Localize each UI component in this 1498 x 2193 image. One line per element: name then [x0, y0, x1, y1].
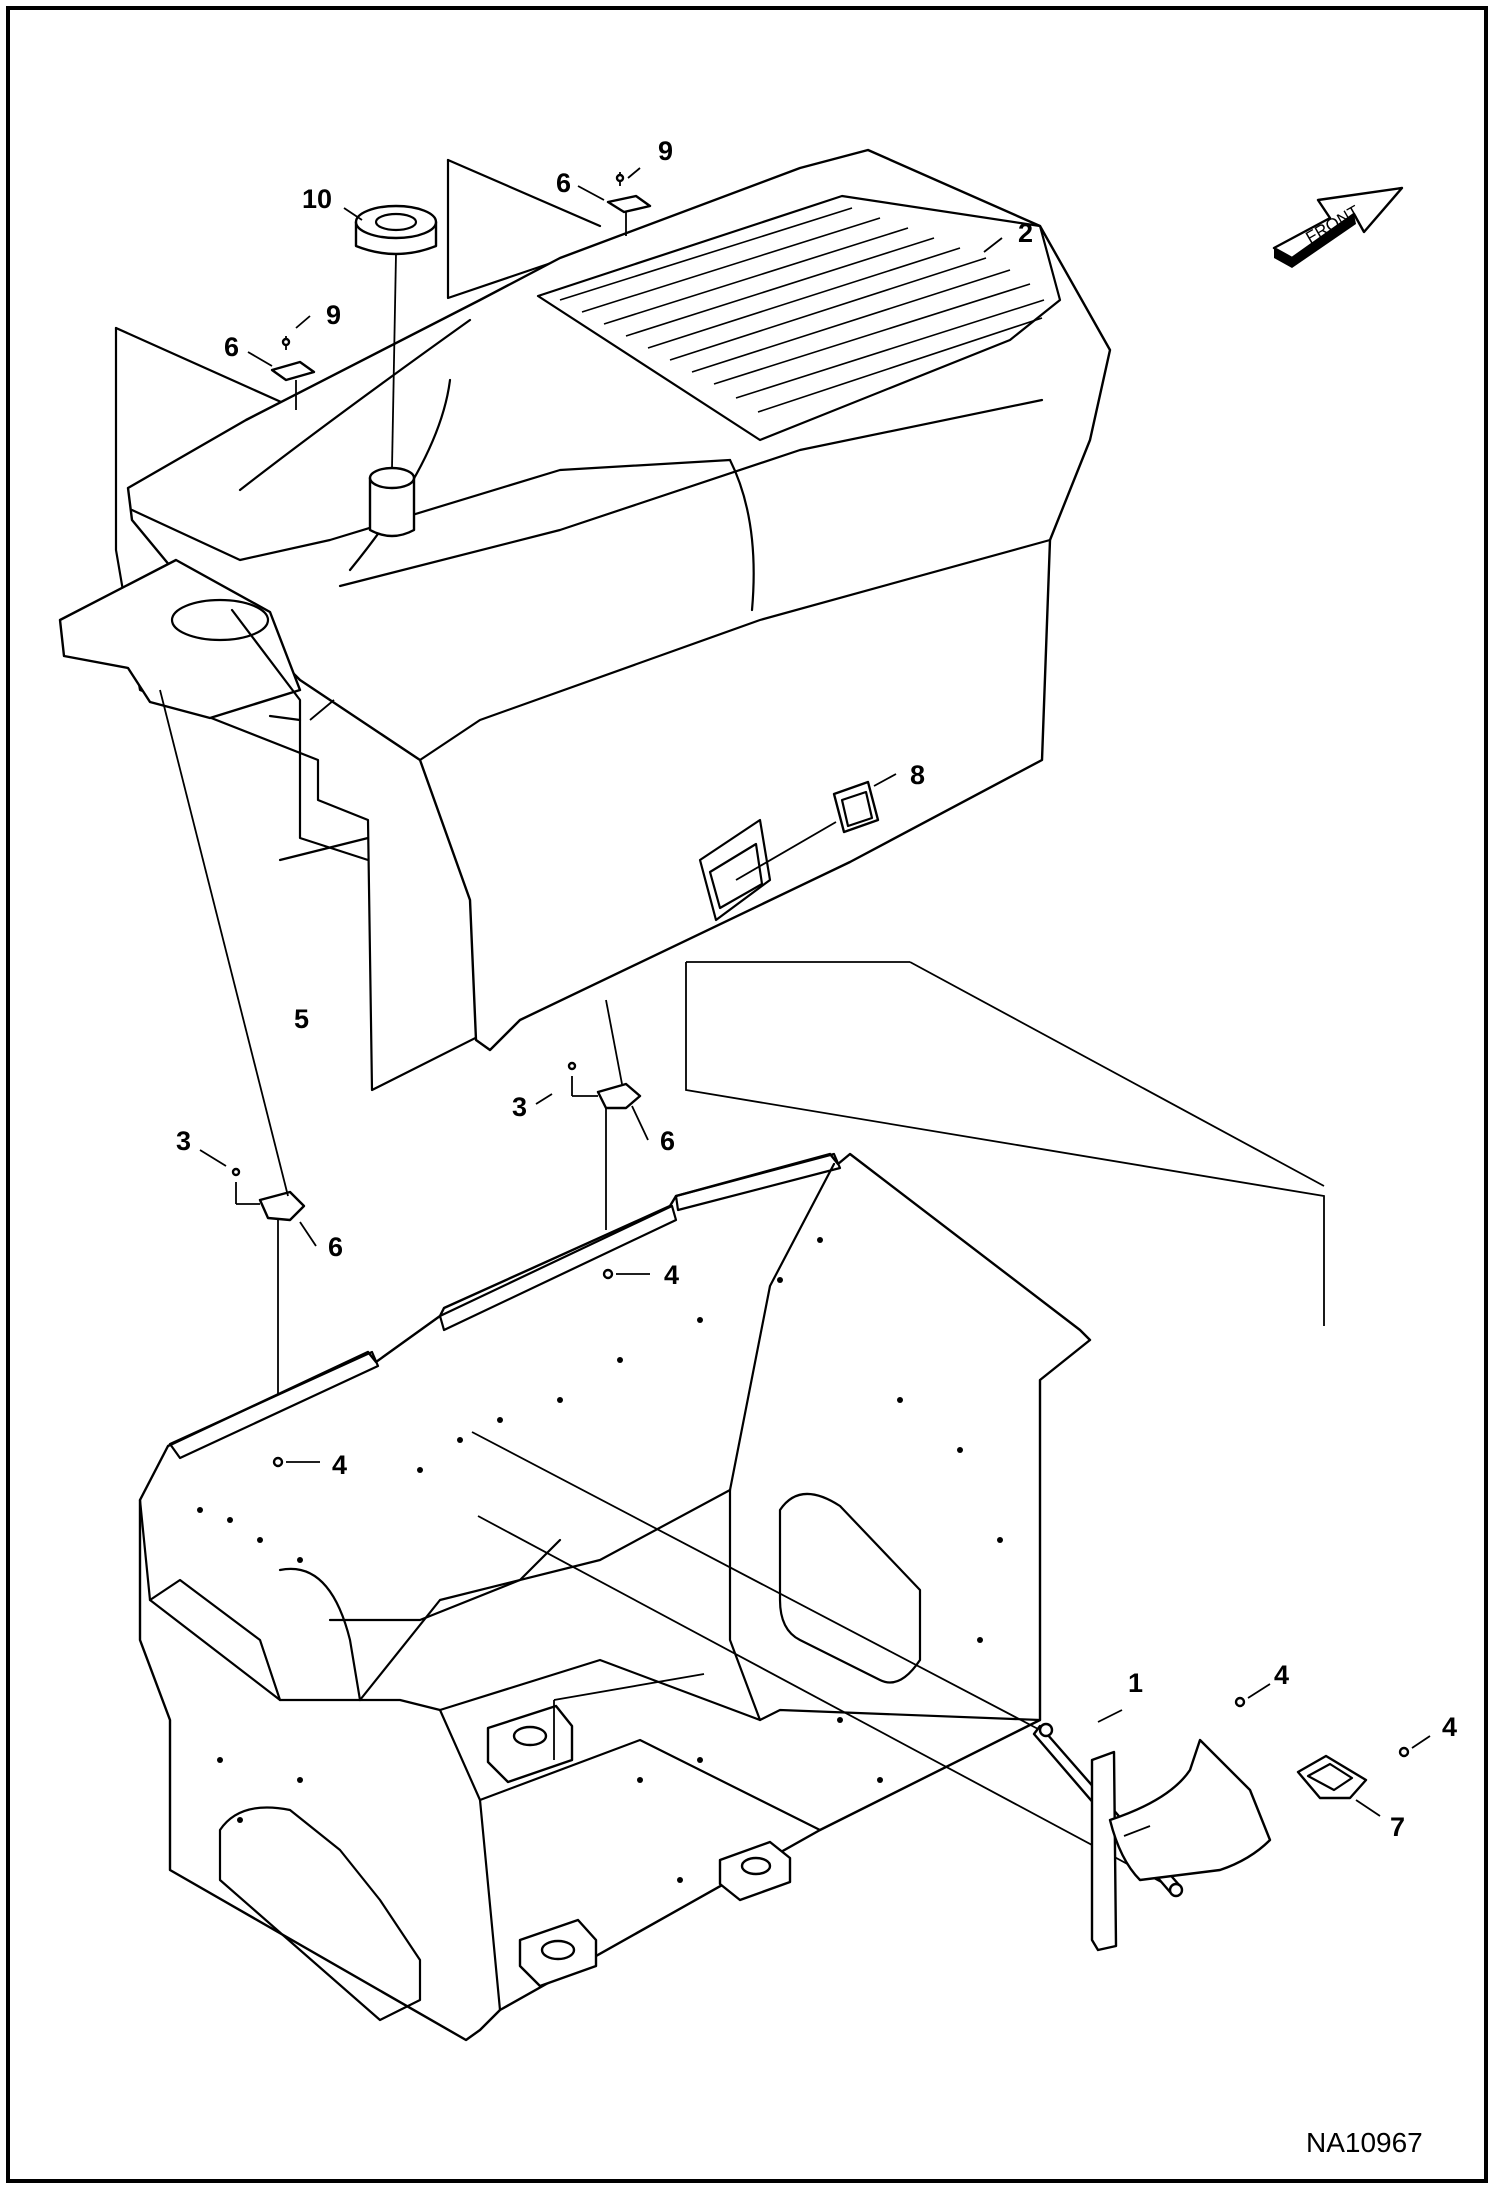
leader-panel-to-7 [685, 962, 1325, 1326]
leader-5 [309, 699, 335, 721]
drawing-id: NA10967 [1306, 2127, 1423, 2158]
leader-1 [1097, 1709, 1123, 1723]
leader-2 [983, 237, 1003, 253]
leader-8 [873, 773, 897, 787]
callout-10: 10 [302, 184, 332, 214]
callout-9-left: 9 [326, 300, 341, 330]
engine-cover-assembly [58, 148, 1112, 1092]
callout-6-left-top: 6 [224, 332, 239, 362]
nut-leaders [272, 1268, 1431, 1758]
drawing-border [6, 6, 1488, 2183]
support-rod [471, 1431, 1272, 1952]
callout-1: 1 [1128, 1668, 1143, 1698]
callout-9-top: 9 [658, 136, 673, 166]
callout-4-right: 4 [1274, 1660, 1289, 1690]
latch-handle [735, 780, 880, 881]
callout-8: 8 [910, 760, 925, 790]
callout-5: 5 [294, 1004, 309, 1034]
top-latch-right [606, 172, 652, 236]
leader-panel-diag [909, 961, 1325, 1187]
callout-4-left: 4 [332, 1450, 347, 1480]
callout-2: 2 [1018, 218, 1033, 248]
callout-6-mid: 6 [660, 1126, 675, 1156]
louvre-slats [559, 207, 1045, 413]
callout-7: 7 [1390, 1812, 1405, 1842]
pin-leader-1 [553, 1673, 705, 1701]
front-direction-arrow: FRONT [1272, 186, 1404, 268]
callout-3-left: 3 [176, 1126, 191, 1156]
callout-6-top: 6 [556, 168, 571, 198]
top-latch-left [270, 336, 316, 410]
callout-4-mid: 4 [664, 1260, 679, 1290]
callout-6-left: 6 [328, 1232, 343, 1262]
left-latch [159, 689, 306, 1448]
callout-3-mid: 3 [512, 1092, 527, 1122]
mid-latch [567, 999, 642, 1230]
striker-bracket [1296, 1754, 1381, 1817]
callout-4-far-right: 4 [1442, 1712, 1457, 1742]
filler-cap [354, 204, 438, 469]
chassis-frame [138, 1152, 1092, 2042]
